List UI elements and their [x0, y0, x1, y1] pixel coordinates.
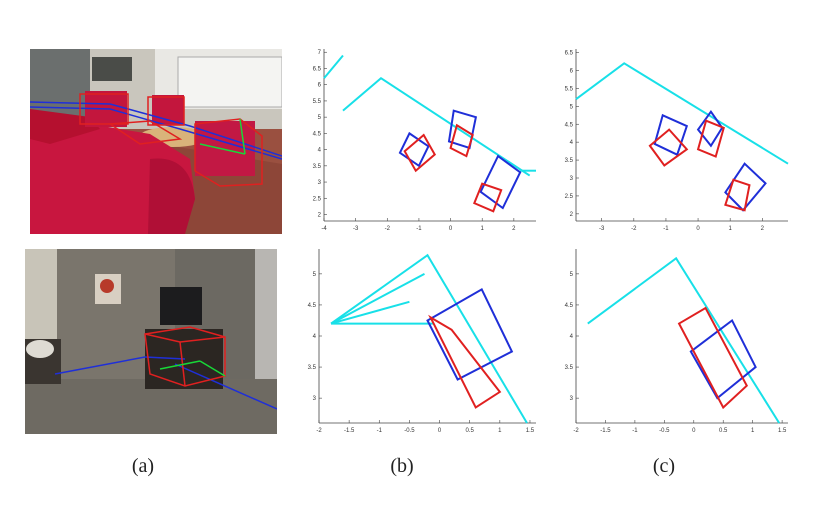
x-tick-label: -0.5: [404, 428, 415, 434]
x-tick-label: -2: [385, 226, 391, 232]
y-tick-label: 2: [570, 212, 574, 218]
estimated-box: [479, 154, 522, 210]
ground-truth-box: [428, 314, 502, 409]
ground-truth-box: [403, 133, 437, 173]
plot-c-top: -3 -2 -1 0 1 2 2 2.5 3 3.5 4 4.5 5 5.5 6 6.5: [565, 49, 789, 232]
x-tick-label: -1: [377, 428, 383, 434]
y-tick-label: 3.5: [308, 365, 317, 371]
x-tick-label: -0.5: [659, 428, 670, 434]
x-tick-label: 0: [438, 428, 442, 434]
x-tick-label: 1: [729, 226, 733, 232]
x-tick-label: 1: [498, 428, 502, 434]
ground-truth-box: [473, 182, 503, 213]
x-tick-label: -2: [573, 428, 579, 434]
y-tick-label: 4.5: [565, 122, 574, 128]
caption-b: (b): [390, 455, 414, 477]
y-tick-label: 3: [313, 396, 317, 402]
caption-a: (a): [131, 455, 155, 477]
y-tick-label: 3: [570, 396, 574, 402]
estimated-box: [426, 287, 514, 381]
y-tick-label: 3.5: [565, 365, 574, 371]
y-tick-label: 3.5: [565, 158, 574, 164]
y-tick-label: 6: [570, 69, 574, 75]
x-tick-label: -2: [631, 226, 637, 232]
y-tick-label: 6: [318, 83, 322, 89]
x-tick-label: -1.5: [344, 428, 355, 434]
x-tick-label: 0: [692, 428, 696, 434]
x-tick-label: 2: [512, 226, 516, 232]
wall-line: [575, 62, 789, 165]
y-tick-label: 7: [318, 50, 322, 56]
y-tick-label: 3.5: [313, 164, 322, 170]
y-tick-label: 4: [318, 148, 322, 154]
y-tick-label: 5: [570, 272, 574, 278]
plot-b-bottom: -2 -1.5 -1 -0.5 0 0.5 1 1.5 3 3.5 4 4.5 5: [308, 249, 536, 434]
living-room-image: [30, 49, 282, 234]
x-tick-label: -4: [321, 226, 327, 232]
plot-b-top: -4 -3 -2 -1 0 1 2 2 2.5 3 3.5 4 4.5 5 5.5 6 6.5 7: [313, 49, 536, 232]
x-tick-label: 1.5: [526, 428, 535, 434]
x-tick-label: 1: [751, 428, 755, 434]
x-tick-label: 1.5: [778, 428, 787, 434]
estimated-box: [653, 113, 689, 157]
x-tick-label: -2: [316, 428, 322, 434]
x-tick-label: 0: [449, 226, 453, 232]
wall-line: [342, 76, 531, 177]
y-tick-label: 3: [318, 180, 322, 186]
y-tick-label: 6.5: [313, 66, 322, 72]
wall-line: [587, 256, 781, 424]
caption-c: (c): [652, 455, 676, 477]
ground-truth-box: [648, 128, 689, 167]
estimated-box: [696, 109, 724, 148]
x-tick-label: 0: [696, 226, 700, 232]
y-tick-label: 4.5: [565, 303, 574, 309]
x-tick-label: -1: [632, 428, 638, 434]
bedroom-photo: [25, 249, 277, 434]
y-tick-label: 5: [318, 115, 322, 121]
y-tick-label: 4.5: [313, 131, 322, 137]
y-tick-label: 3: [570, 176, 574, 182]
y-tick-label: 2.5: [565, 194, 574, 200]
y-tick-label: 5.5: [565, 86, 574, 92]
x-tick-label: -1: [416, 226, 422, 232]
x-tick-label: -3: [353, 226, 359, 232]
y-tick-label: 2: [318, 213, 322, 219]
x-tick-label: -3: [599, 226, 605, 232]
ground-truth-box: [696, 119, 725, 158]
y-tick-label: 5.5: [313, 99, 322, 105]
y-tick-label: 4: [313, 334, 317, 340]
y-tick-label: 2.5: [313, 196, 322, 202]
ground-truth-box: [724, 178, 751, 212]
wall-line: [323, 54, 344, 79]
wall-line: [330, 272, 425, 325]
x-tick-label: -1.5: [600, 428, 611, 434]
wall-line: [330, 300, 410, 325]
ground-truth-box: [449, 123, 474, 158]
living-room-photo: [30, 49, 282, 234]
y-tick-label: 5: [570, 104, 574, 110]
x-tick-label: 1: [481, 226, 485, 232]
y-tick-label: 4: [570, 334, 574, 340]
y-tick-label: 4: [570, 140, 574, 146]
y-tick-label: 6.5: [565, 51, 574, 57]
bedroom-image: [25, 249, 277, 434]
x-tick-label: 2: [761, 226, 765, 232]
estimated-box: [398, 131, 430, 168]
wall-line: [330, 253, 528, 424]
x-tick-label: 0.5: [466, 428, 475, 434]
plot-c-bottom: -2 -1.5 -1 -0.5 0 0.5 1 1.5 3 3.5 4 4.5 5: [565, 249, 788, 434]
y-tick-label: 4.5: [308, 303, 317, 309]
x-tick-label: 0.5: [719, 428, 728, 434]
y-tick-label: 5: [313, 272, 317, 278]
ground-truth-box: [677, 306, 749, 410]
x-tick-label: -1: [663, 226, 669, 232]
